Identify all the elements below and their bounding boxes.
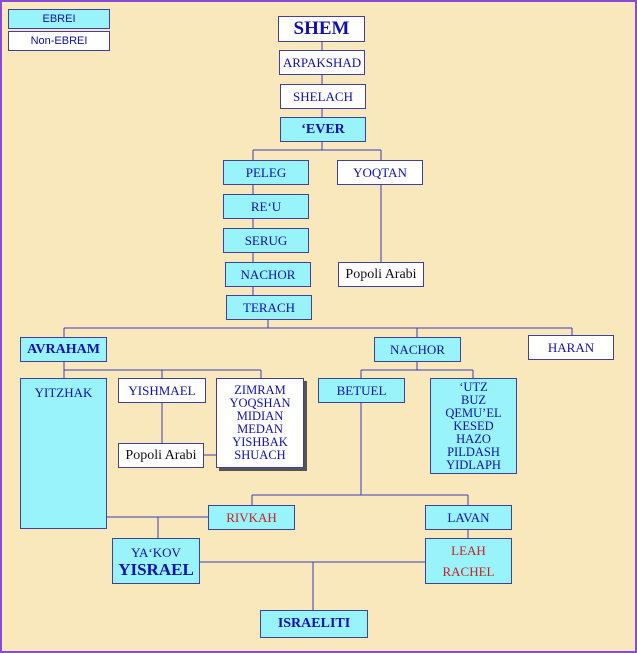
- nachor-son-name: YIDLAPH: [446, 457, 501, 472]
- keturah-son-name: YOQSHAN: [229, 396, 291, 410]
- node-betuel: BETUEL: [318, 378, 405, 403]
- node-yoqtan: YOQTAN: [337, 160, 423, 185]
- node-shem: SHEM: [278, 16, 365, 42]
- nachor-son-name: HAZO: [456, 431, 491, 446]
- nachor-son-name: ‘UTZ: [459, 379, 488, 394]
- node-avraham: AVRAHAM: [20, 337, 107, 362]
- node-reu: RE‘U: [223, 194, 309, 219]
- node-leah-rachel: LEAH RACHEL: [425, 538, 512, 584]
- node-nachor-1: NACHOR: [225, 262, 311, 287]
- node-popoli-arabi-1: Popoli Arabi: [338, 262, 424, 287]
- node-popoli-arabi-2: Popoli Arabi: [118, 443, 204, 468]
- keturah-son-name: SHUACH: [234, 448, 286, 462]
- node-terach: TERACH: [226, 295, 312, 320]
- yakov-label: YA‘KOV: [131, 545, 181, 560]
- node-serug: SERUG: [223, 228, 309, 253]
- nachor-son-name: PILDASH: [447, 444, 500, 459]
- node-haran: HARAN: [528, 335, 614, 360]
- node-yishmael: YISHMAEL: [118, 378, 206, 403]
- node-nachor-sons: ‘UTZ BUZ QEMU’EL KESED HAZO PILDASH YIDL…: [430, 378, 517, 474]
- node-nachor-2: NACHOR: [374, 337, 461, 362]
- node-israeliti: ISRAELITI: [260, 610, 368, 638]
- keturah-son-name: MIDIAN: [236, 409, 284, 423]
- yisrael-label: YISRAEL: [118, 560, 194, 579]
- node-rivkah: RIVKAH: [208, 505, 295, 530]
- node-shelach: SHELACH: [280, 84, 366, 109]
- leah-label: LEAH: [451, 543, 486, 558]
- keturah-son-name: ZIMRAM: [234, 383, 286, 397]
- nachor-son-name: KESED: [453, 418, 494, 433]
- nachor-son-name: QEMU’EL: [445, 405, 502, 420]
- node-yitzhak: YITZHAK: [20, 378, 107, 529]
- node-yakov-yisrael: YA‘KOV YISRAEL: [112, 538, 200, 584]
- rachel-label: RACHEL: [442, 564, 495, 579]
- keturah-son-name: MEDAN: [237, 422, 283, 436]
- legend-non-ebrei: Non-EBREI: [8, 31, 110, 51]
- node-keturah-sons: ZIMRAM YOQSHAN MIDIAN MEDAN YISHBAK SHUA…: [216, 378, 304, 468]
- node-arpakshad: ARPAKSHAD: [279, 50, 365, 75]
- nachor-son-name: BUZ: [461, 392, 486, 407]
- node-peleg: PELEG: [223, 160, 309, 185]
- node-ever: ‘EVER: [280, 117, 366, 142]
- node-lavan: LAVAN: [425, 505, 512, 530]
- legend-ebrei: EBREI: [8, 9, 110, 29]
- keturah-son-name: YISHBAK: [232, 435, 288, 449]
